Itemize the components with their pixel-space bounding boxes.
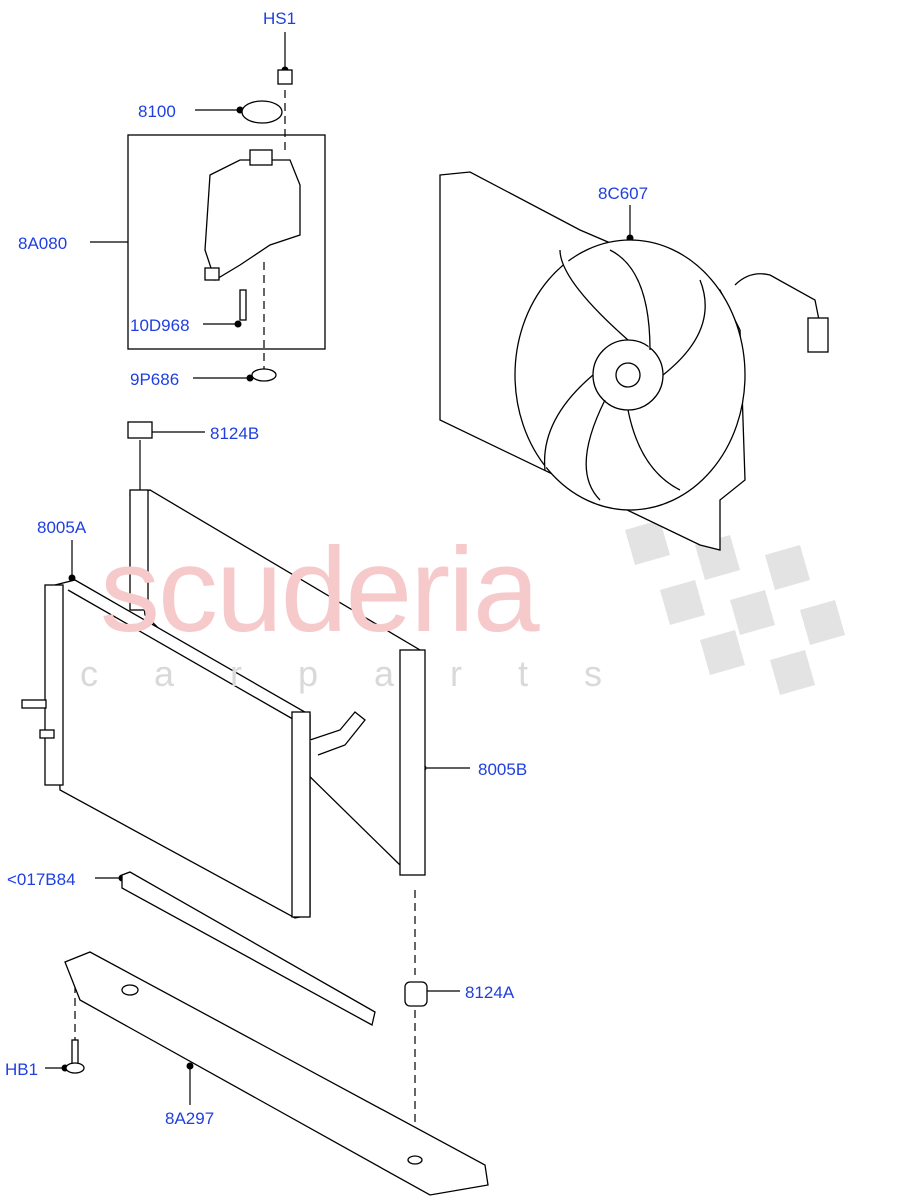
- label-8a080: 8A080: [18, 234, 68, 253]
- label-9p686: 9P686: [130, 370, 180, 389]
- watermark-sub: carparts: [80, 653, 659, 694]
- bolt-hb1: [65, 1039, 85, 1074]
- label-017b84: <017B84: [7, 870, 76, 889]
- label-hb1: HB1: [5, 1060, 39, 1079]
- label-8005b: 8005B: [478, 760, 528, 779]
- label-hs1: HS1: [263, 9, 297, 28]
- lower-support: [64, 951, 489, 1196]
- label-8c607: 8C607: [598, 184, 649, 203]
- expansion-tank: [127, 69, 301, 439]
- seal-strip: [121, 871, 376, 1026]
- cooling-fan-assembly: [439, 171, 829, 551]
- label-8124b: 8124B: [210, 424, 260, 443]
- label-8124a: 8124A: [465, 983, 515, 1002]
- label-8a297: 8A297: [165, 1109, 215, 1128]
- reservoir-group-box: [127, 134, 326, 350]
- condenser: [21, 579, 366, 919]
- label-8005a: 8005A: [37, 518, 87, 537]
- label-8100: 8100: [138, 102, 176, 121]
- leader-lines: [45, 32, 631, 1130]
- label-10d968: 10D968: [130, 316, 190, 335]
- watermark-brand: scuderia: [100, 523, 540, 657]
- lower-mount: [404, 981, 428, 1007]
- radiator: [129, 489, 426, 876]
